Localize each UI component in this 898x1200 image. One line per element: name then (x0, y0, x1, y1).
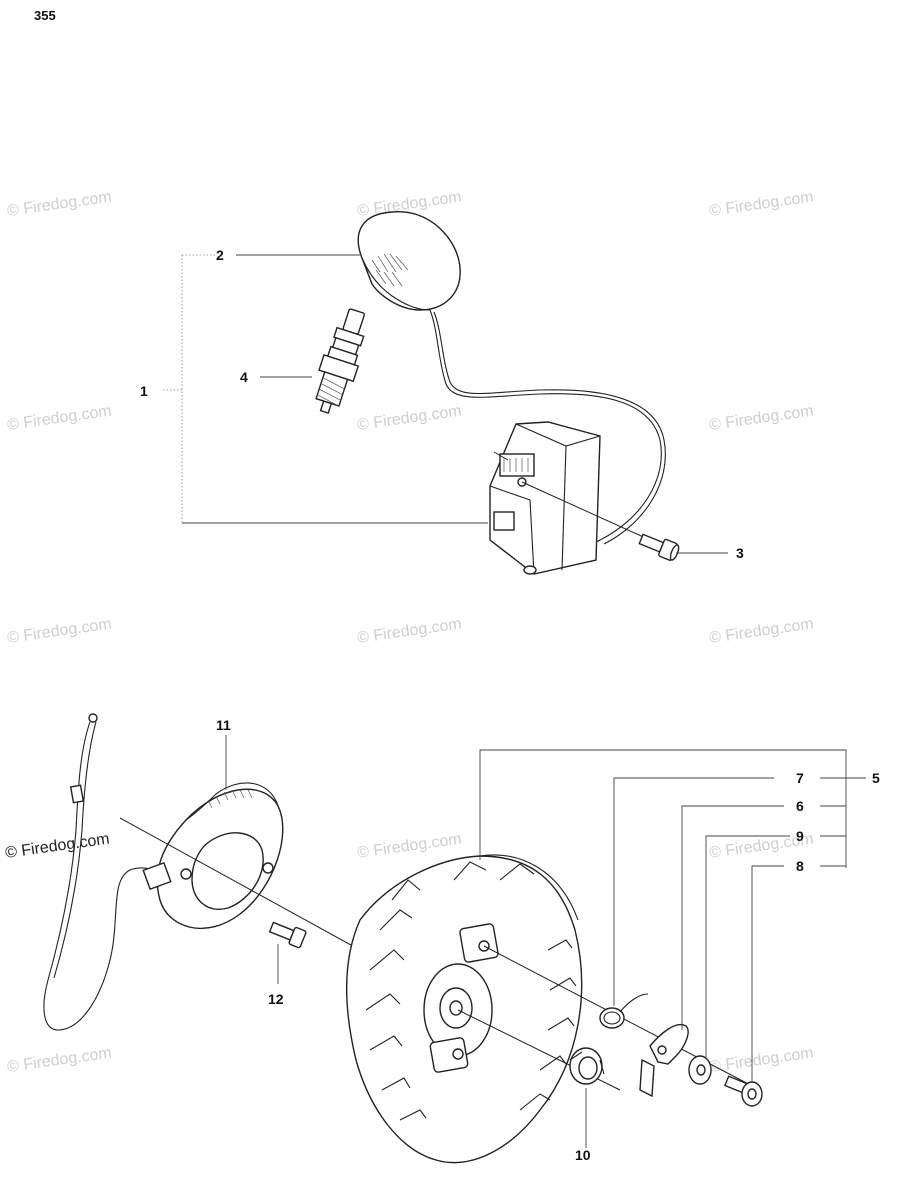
stator-coil (119, 782, 361, 951)
watermark: © Firedog.com (6, 188, 112, 219)
watermark: © Firedog.com (4, 830, 110, 861)
leader-8 (751, 865, 784, 1082)
flywheel-assembly (43, 713, 866, 1164)
leader-9 (705, 835, 790, 1058)
callout-1: 1 (140, 383, 148, 399)
watermark: © Firedog.com (356, 615, 462, 646)
callout-3: 3 (736, 545, 744, 561)
watermark: © Firedog.com (6, 402, 112, 433)
bracket-1 (162, 254, 215, 523)
watermark: © Firedog.com (356, 830, 462, 861)
pawl-screw (724, 1075, 763, 1107)
leader-7 (613, 777, 774, 1006)
callout-5: 5 (872, 770, 880, 786)
bracket-5-ticks (820, 777, 846, 867)
bracket-5 (479, 749, 866, 868)
pawl (639, 1023, 689, 1098)
callout-2: 2 (216, 247, 224, 263)
callout-10: 10 (575, 1147, 591, 1163)
callout-6: 6 (796, 798, 804, 814)
watermark: © Firedog.com (708, 402, 814, 433)
watermark: © Firedog.com (6, 615, 112, 646)
ignition-wire (43, 713, 161, 1031)
watermark: © Firedog.com (356, 402, 462, 433)
callout-9: 9 (796, 828, 804, 844)
spark-plug (315, 308, 365, 414)
coil-screw (268, 921, 307, 949)
watermark: © Firedog.com (6, 1044, 112, 1075)
callout-12: 12 (268, 991, 284, 1007)
page-number: 355 (34, 8, 56, 23)
callout-7: 7 (796, 770, 804, 786)
callout-11: 11 (216, 717, 231, 733)
flywheel (346, 854, 761, 1164)
module-screw (638, 533, 680, 561)
callout-4: 4 (240, 369, 248, 385)
ignition-module (489, 421, 651, 575)
watermark: © Firedog.com (708, 188, 814, 219)
ignition-assembly (162, 211, 728, 575)
leader-6 (681, 805, 784, 1030)
pawl-spring (599, 993, 649, 1029)
washer (688, 1055, 712, 1085)
spark-plug-boot (357, 211, 666, 557)
watermark: © Firedog.com (708, 615, 814, 646)
callout-8: 8 (796, 858, 804, 874)
flywheel-nut (569, 1047, 605, 1085)
